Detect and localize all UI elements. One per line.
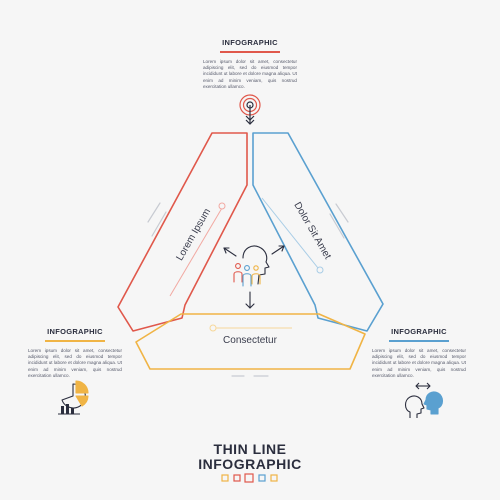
footer-title-line1: THIN LINE (213, 441, 287, 457)
team-head-icon (233, 245, 270, 287)
top-info-text: Lorem ipsum dolor sit amet, consectetur … (203, 59, 297, 89)
top-info-underline (220, 51, 280, 53)
left-info-underline (45, 340, 105, 342)
right-info-text: Lorem ipsum dolor sit amet, consectetur … (372, 348, 466, 378)
segment-bottom (135, 313, 366, 370)
segment-bottom-label: Consectetur (223, 335, 278, 346)
pie-chart-icon (58, 380, 89, 415)
left-info-text: Lorem ipsum dolor sit amet, consectetur … (28, 348, 122, 378)
right-info-heading: INFOGRAPHIC (391, 327, 447, 336)
segment-right-label: Dolor Sit Amet (291, 200, 333, 261)
footer-squares (221, 473, 278, 483)
top-info-block: INFOGRAPHIC Lorem ipsum dolor sit amet, … (203, 38, 297, 90)
right-info-underline (389, 340, 449, 342)
decorative-lines (147, 202, 349, 377)
left-info-block: INFOGRAPHIC Lorem ipsum dolor sit amet, … (28, 327, 122, 379)
segment-left (117, 132, 248, 332)
heads-icon (404, 382, 444, 418)
target-icon (239, 94, 261, 125)
segment-left-label: Lorem Ipsum (174, 207, 213, 263)
footer-title-line2: INFOGRAPHIC (198, 456, 302, 472)
arrows (223, 245, 285, 309)
right-info-block: INFOGRAPHIC Lorem ipsum dolor sit amet, … (372, 327, 466, 379)
top-info-heading: INFOGRAPHIC (222, 38, 278, 47)
left-info-heading: INFOGRAPHIC (47, 327, 103, 336)
